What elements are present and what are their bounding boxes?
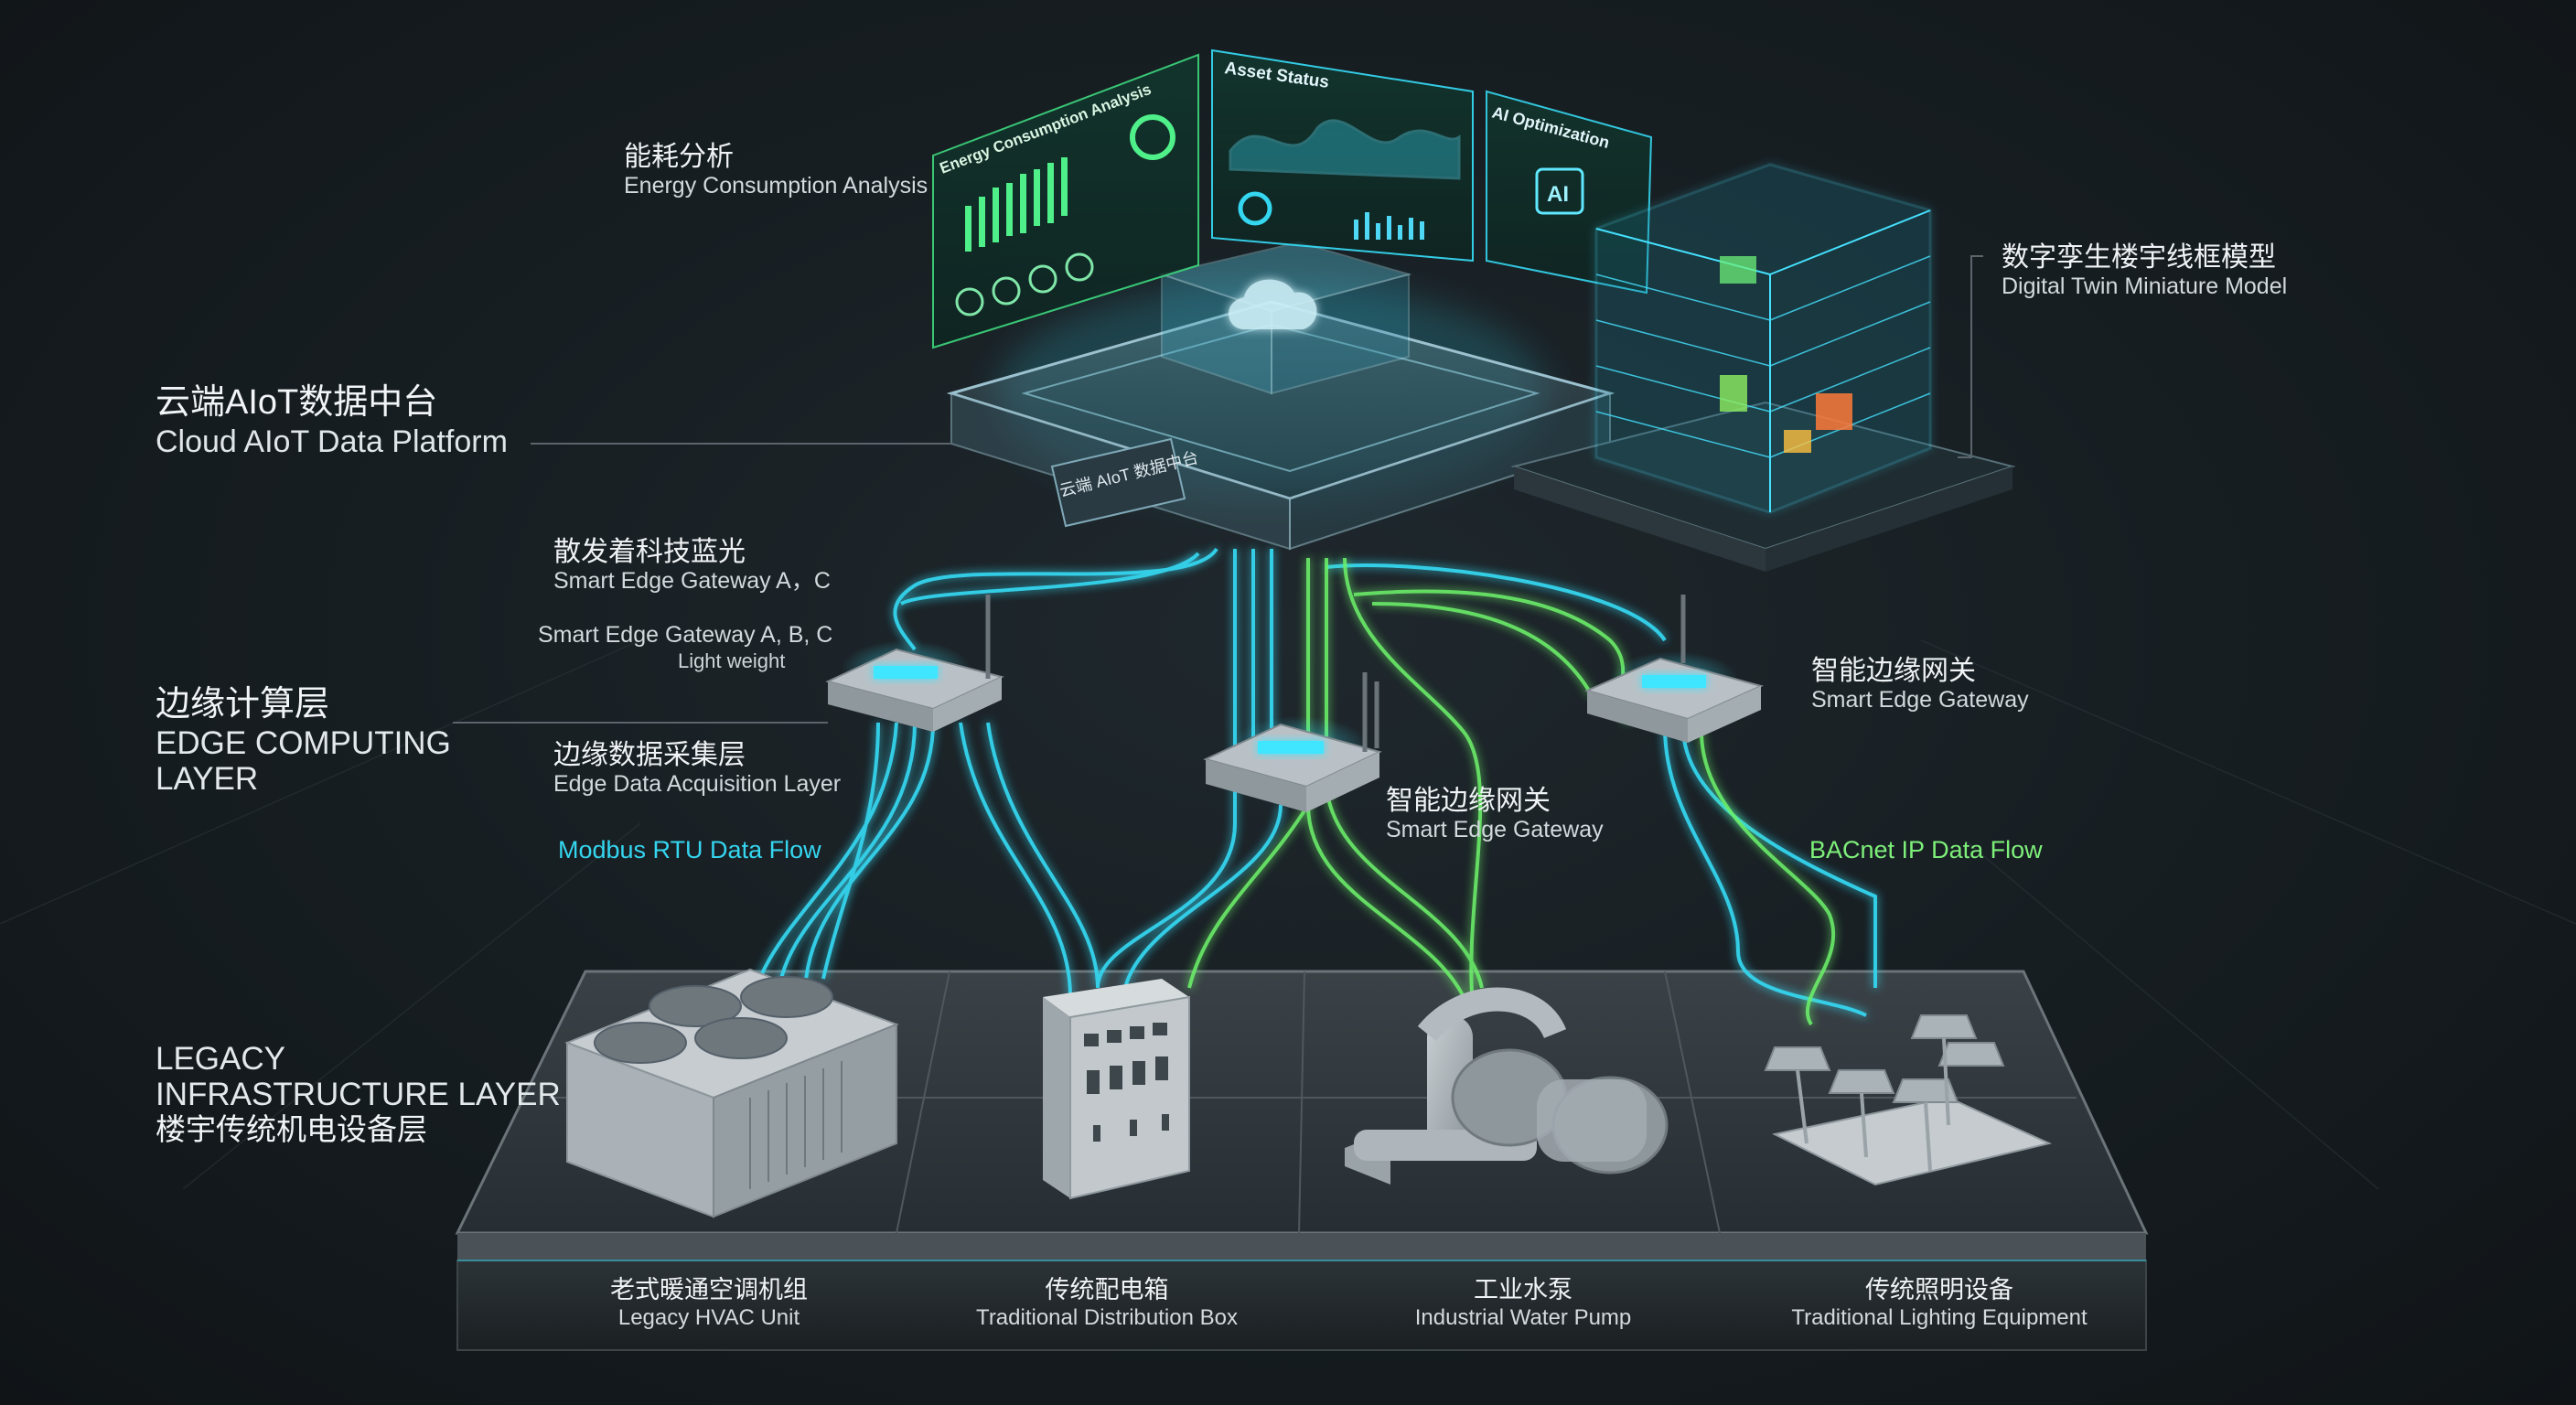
device-caption-pump: 工业水泵 Industrial Water Pump — [1340, 1270, 1706, 1331]
gateway-center-en: Smart Edge Gateway — [1386, 817, 1604, 843]
twin-label: 数字孪生楼宇线框模型 Digital Twin Miniature Model — [2002, 241, 2287, 301]
gateway-abc-en: Smart Edge Gateway A, B, C — [538, 622, 833, 648]
legacy-layer-label: LEGACY INFRASTRUCTURE LAYER 楼宇传统机电设备层 — [156, 1041, 561, 1148]
device-pump-zh: 工业水泵 — [1474, 1276, 1572, 1303]
cloud-platform-icon: 云端 AIoT 数据中台 — [946, 241, 1615, 551]
device-distribution-zh: 传统配电箱 — [1045, 1276, 1169, 1303]
cloud-layer-zh: 云端AIoT数据中台 — [156, 383, 438, 422]
edge-layer-label: 边缘计算层 EDGE COMPUTING LAYER — [156, 684, 451, 797]
cloud-layer-label: 云端AIoT数据中台 Cloud AIoT Data Platform — [156, 382, 508, 460]
device-distribution-en: Traditional Distribution Box — [976, 1305, 1238, 1330]
device-lighting-zh: 传统照明设备 — [1865, 1276, 2013, 1303]
gateway-left-icon — [825, 595, 1004, 732]
ai-badge-text: AI — [1547, 182, 1569, 207]
acquisition-layer-label: 边缘数据采集层 Edge Data Acquisition Layer — [553, 739, 841, 799]
twin-label-en: Digital Twin Miniature Model — [2002, 273, 2288, 300]
modbus-flow-lines — [748, 547, 1877, 1025]
label-connectors — [453, 255, 1983, 724]
background-grid — [0, 639, 2576, 1190]
device-lighting-en: Traditional Lighting Equipment — [1791, 1305, 2088, 1330]
gateway-right-zh: 智能边缘网关 — [1811, 656, 1976, 686]
gateway-center-zh: 智能边缘网关 — [1386, 786, 1551, 816]
device-hvac-en: Legacy HVAC Unit — [617, 1305, 800, 1330]
edge-layer-zh: 边缘计算层 — [156, 685, 330, 724]
edge-layer-en2: LAYER — [156, 761, 259, 798]
legacy-layer-en2: INFRASTRUCTURE LAYER — [156, 1077, 561, 1113]
gateway-abc-sub: Light weight — [677, 649, 786, 672]
energy-label: 能耗分析 Energy Consumption Analysis — [624, 141, 928, 200]
energy-label-zh: 能耗分析 — [624, 142, 734, 172]
legacy-layer-en1: LEGACY — [156, 1041, 285, 1077]
device-caption-hvac: 老式暖通空调机组 Legacy HVAC Unit — [526, 1270, 892, 1331]
legacy-layer-zh: 楼宇传统机电设备层 — [156, 1112, 427, 1147]
digital-twin-building-icon — [1510, 163, 2016, 572]
glow-gateway-zh: 散发着科技蓝光 — [553, 537, 746, 567]
glow-gateway-en: Smart Edge Gateway A，C — [553, 568, 831, 595]
lighting-equipment-icon — [1764, 1014, 2053, 1186]
twin-label-zh: 数字孪生楼宇线框模型 — [2002, 242, 2276, 273]
gateway-right-en: Smart Edge Gateway — [1811, 687, 2029, 713]
gateway-center-icon — [1203, 672, 1382, 812]
device-caption-distribution: 传统配电箱 Traditional Distribution Box — [924, 1270, 1290, 1331]
glow-gateway-label: 散发着科技蓝光 Smart Edge Gateway A，C — [553, 536, 831, 595]
device-hvac-zh: 老式暖通空调机组 — [610, 1276, 808, 1303]
asset-status-panel: Asset Status — [1211, 48, 1474, 263]
acquisition-layer-en: Edge Data Acquisition Layer — [553, 771, 842, 798]
acquisition-layer-zh: 边缘数据采集层 — [553, 740, 746, 770]
water-pump-icon — [1345, 987, 1669, 1185]
device-pump-en: Industrial Water Pump — [1414, 1305, 1632, 1330]
gateway-abc-label: Smart Edge Gateway A, B, C Light weight — [538, 622, 832, 672]
energy-label-en: Energy Consumption Analysis — [624, 173, 928, 199]
bacnet-flow-label: BACnet IP Data Flow — [1809, 836, 2043, 863]
gateway-right-label: 智能边缘网关 Smart Edge Gateway — [1811, 655, 2029, 714]
edge-layer-en1: EDGE COMPUTING — [156, 724, 451, 761]
distribution-box-icon — [1043, 979, 1190, 1200]
device-caption-lighting: 传统照明设备 Traditional Lighting Equipment — [1738, 1270, 2141, 1331]
cloud-layer-en: Cloud AIoT Data Platform — [156, 424, 508, 459]
modbus-flow-label: Modbus RTU Data Flow — [558, 836, 821, 863]
gateway-right-icon — [1584, 595, 1764, 743]
gateway-center-label: 智能边缘网关 Smart Edge Gateway — [1386, 785, 1604, 844]
hvac-unit-icon — [564, 968, 899, 1218]
